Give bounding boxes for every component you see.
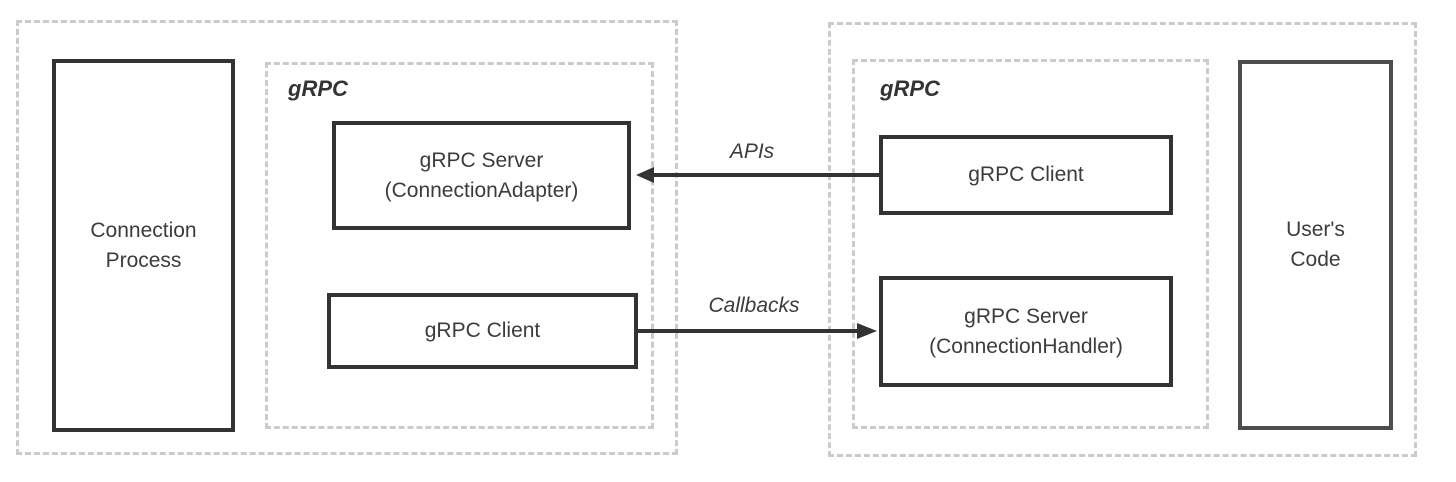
callbacks-arrowhead-icon bbox=[857, 323, 877, 339]
apis-arrow-label: APIs bbox=[729, 140, 775, 163]
right-grpc-client-box: gRPC Client bbox=[879, 135, 1173, 215]
left-grpc-group: gRPC gRPC Server (ConnectionAdapter) gRP… bbox=[265, 62, 654, 429]
apis-arrow-line bbox=[652, 173, 879, 177]
connection-process-box: Connection Process bbox=[52, 59, 235, 432]
grpc-server-connection-handler-box: gRPC Server (ConnectionHandler) bbox=[879, 276, 1173, 387]
callbacks-arrow-line bbox=[638, 329, 859, 333]
left-grpc-group-label: gRPC bbox=[288, 76, 348, 101]
users-code-group: gRPC gRPC Client gRPC Server (Connection… bbox=[828, 22, 1417, 457]
callbacks-arrow-label: Callbacks bbox=[708, 294, 800, 317]
grpc-server-connection-adapter-box: gRPC Server (ConnectionAdapter) bbox=[332, 121, 631, 230]
users-code-box: User's Code bbox=[1238, 60, 1393, 430]
right-grpc-group-label: gRPC bbox=[880, 76, 940, 101]
left-grpc-client-box: gRPC Client bbox=[327, 293, 638, 369]
right-grpc-group: gRPC gRPC Client gRPC Server (Connection… bbox=[852, 59, 1209, 429]
connection-process-group: Connection Process gRPC gRPC Server (Con… bbox=[16, 20, 678, 455]
apis-arrowhead-icon bbox=[636, 167, 654, 183]
